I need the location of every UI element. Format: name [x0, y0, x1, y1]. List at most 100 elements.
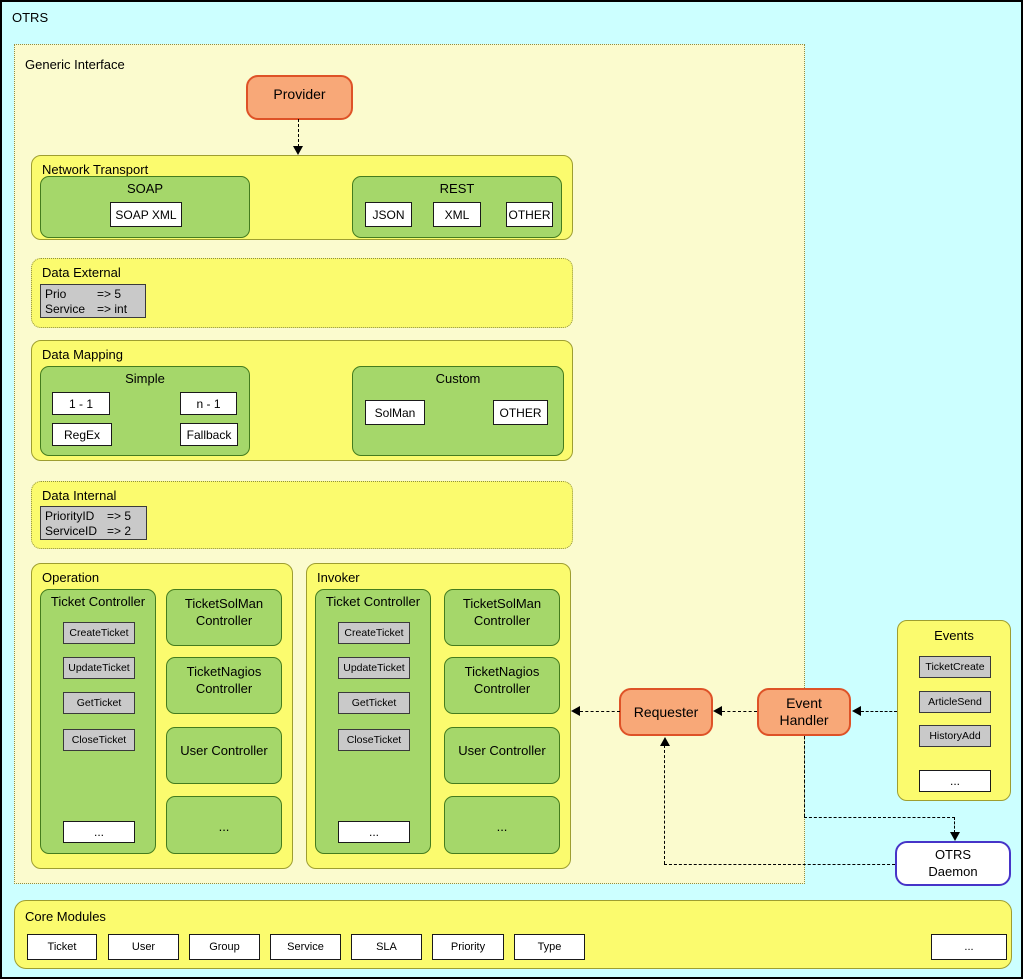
data-external-key: Service [45, 302, 86, 316]
events-to-eventhandler-line [861, 711, 897, 712]
event-label: TicketCreate [925, 661, 985, 673]
data-external-example: Prio => 5 Service => int [40, 284, 146, 318]
data-internal-row: PriorityID => 5 [45, 509, 142, 524]
invoker-ticketnagios-controller: TicketNagios Controller [444, 657, 560, 714]
operation-action-closeticket: CloseTicket [63, 729, 135, 751]
mapping-fallback-node: Fallback [180, 423, 238, 446]
data-internal-example: PriorityID => 5 ServiceID => 2 [40, 506, 147, 540]
data-external-label: Data External [42, 265, 121, 280]
operation-label: Operation [42, 570, 100, 585]
invoker-action-updateticket: UpdateTicket [338, 657, 410, 679]
provider-to-transport-arrowhead-icon [293, 146, 303, 155]
json-node: JSON [365, 202, 412, 227]
core-modules-section: Core Modules Ticket User Group Service S… [14, 900, 1012, 969]
operation-action-updateticket: UpdateTicket [63, 657, 135, 679]
operation-user-controller: User Controller [166, 727, 282, 784]
mapping-fallback-label: Fallback [186, 427, 232, 442]
core-modules-label: Core Modules [25, 909, 106, 924]
daemon-to-requester-arrowhead-icon [660, 737, 670, 746]
more-label: ... [964, 941, 974, 953]
core-module-label: User [131, 941, 156, 953]
operation-ticket-controller: Ticket Controller CreateTicket UpdateTic… [40, 589, 156, 854]
eventhandler-to-requester-line [722, 711, 757, 712]
action-label: CloseTicket [346, 734, 402, 746]
otrs-daemon-label: OTRS Daemon [928, 846, 978, 879]
controller-label: TicketSolMan Controller [184, 596, 264, 628]
otrs-label: OTRS [12, 10, 49, 25]
controller-label: User Controller [180, 743, 268, 758]
mapping-n-1-label: n - 1 [196, 396, 221, 411]
eventhandler-to-daemon-line-h [804, 817, 955, 818]
other-transport-node: OTHER [506, 202, 553, 227]
action-label: CreateTicket [344, 627, 404, 639]
data-external-value: => 5 [97, 287, 122, 301]
network-transport-section: Network Transport SOAP SOAP XML REST JSO… [31, 155, 573, 240]
generic-interface-label: Generic Interface [25, 57, 125, 72]
requester-node: Requester [619, 688, 713, 736]
json-label: JSON [372, 207, 405, 222]
core-module-sla: SLA [351, 934, 422, 960]
core-module-group: Group [189, 934, 260, 960]
core-module-user: User [108, 934, 179, 960]
rest-transport-node: REST JSON XML OTHER [352, 176, 562, 238]
otrs-daemon-node: OTRS Daemon [895, 841, 1011, 886]
eventhandler-to-daemon-arrowhead-icon [950, 832, 960, 841]
invoker-section: Invoker Ticket Controller CreateTicket U… [306, 563, 571, 869]
mapping-1-1-node: 1 - 1 [52, 392, 110, 415]
core-module-label: Priority [450, 941, 486, 953]
data-internal-section: Data Internal PriorityID => 5 ServiceID … [31, 481, 573, 549]
more-label: ... [368, 825, 379, 839]
data-internal-label: Data Internal [42, 488, 117, 503]
eventhandler-to-daemon-line-v1 [804, 736, 805, 817]
data-internal-value: => 2 [107, 524, 132, 538]
action-label: UpdateTicket [68, 662, 130, 674]
data-internal-row: ServiceID => 2 [45, 524, 142, 539]
custom-mapping-label: Custom [435, 371, 481, 386]
data-internal-key: ServiceID [45, 524, 98, 538]
core-module-service: Service [270, 934, 341, 960]
core-module-label: Ticket [47, 941, 77, 953]
core-module-priority: Priority [432, 934, 504, 960]
core-module-label: Group [209, 941, 240, 953]
data-external-section: Data External Prio => 5 Service => int [31, 258, 573, 328]
invoker-action-more: ... [338, 821, 410, 843]
eventhandler-to-requester-arrowhead-icon [713, 706, 722, 716]
core-module-ticket: Ticket [27, 934, 97, 960]
more-label: ... [949, 774, 960, 788]
invoker-action-closeticket: CloseTicket [338, 729, 410, 751]
action-label: GetTicket [76, 697, 122, 709]
mapping-regex-label: RegEx [63, 427, 101, 442]
daemon-to-requester-line-v [664, 745, 665, 864]
core-module-type: Type [514, 934, 585, 960]
core-module-label: SLA [376, 941, 397, 953]
soap-xml-label: SOAP XML [115, 207, 177, 222]
mapping-other-label: OTHER [499, 405, 542, 420]
simple-mapping-label: Simple [125, 371, 165, 386]
event-label: ArticleSend [928, 696, 982, 708]
invoker-ticket-controller: Ticket Controller CreateTicket UpdateTic… [315, 589, 431, 854]
invoker-ticket-controller-label: Ticket Controller [325, 594, 421, 609]
custom-mapping-node: Custom SolMan OTHER [352, 366, 564, 456]
operation-ticket-controller-label: Ticket Controller [50, 594, 146, 609]
event-more: ... [919, 770, 991, 792]
invoker-action-getticket: GetTicket [338, 692, 410, 714]
xml-node: XML [433, 202, 481, 227]
event-historyadd: HistoryAdd [919, 725, 991, 747]
controller-label: TicketNagios Controller [464, 664, 540, 696]
operation-action-getticket: GetTicket [63, 692, 135, 714]
operation-ticketnagios-controller: TicketNagios Controller [166, 657, 282, 714]
event-ticketcreate: TicketCreate [919, 656, 991, 678]
generic-interface-container: Generic Interface Provider Network Trans… [14, 44, 805, 884]
invoker-action-createticket: CreateTicket [338, 622, 410, 644]
data-external-key: Prio [45, 287, 67, 301]
operation-action-more: ... [63, 821, 135, 843]
operation-ticketsolman-controller: TicketSolMan Controller [166, 589, 282, 646]
core-module-label: Service [287, 941, 324, 953]
event-label: HistoryAdd [929, 730, 981, 742]
more-label: ... [218, 819, 230, 834]
action-label: CloseTicket [71, 734, 127, 746]
events-section: Events TicketCreate ArticleSend HistoryA… [897, 620, 1011, 801]
provider-to-transport-line [298, 119, 299, 147]
data-mapping-section: Data Mapping Simple 1 - 1 n - 1 RegEx Fa… [31, 340, 573, 461]
